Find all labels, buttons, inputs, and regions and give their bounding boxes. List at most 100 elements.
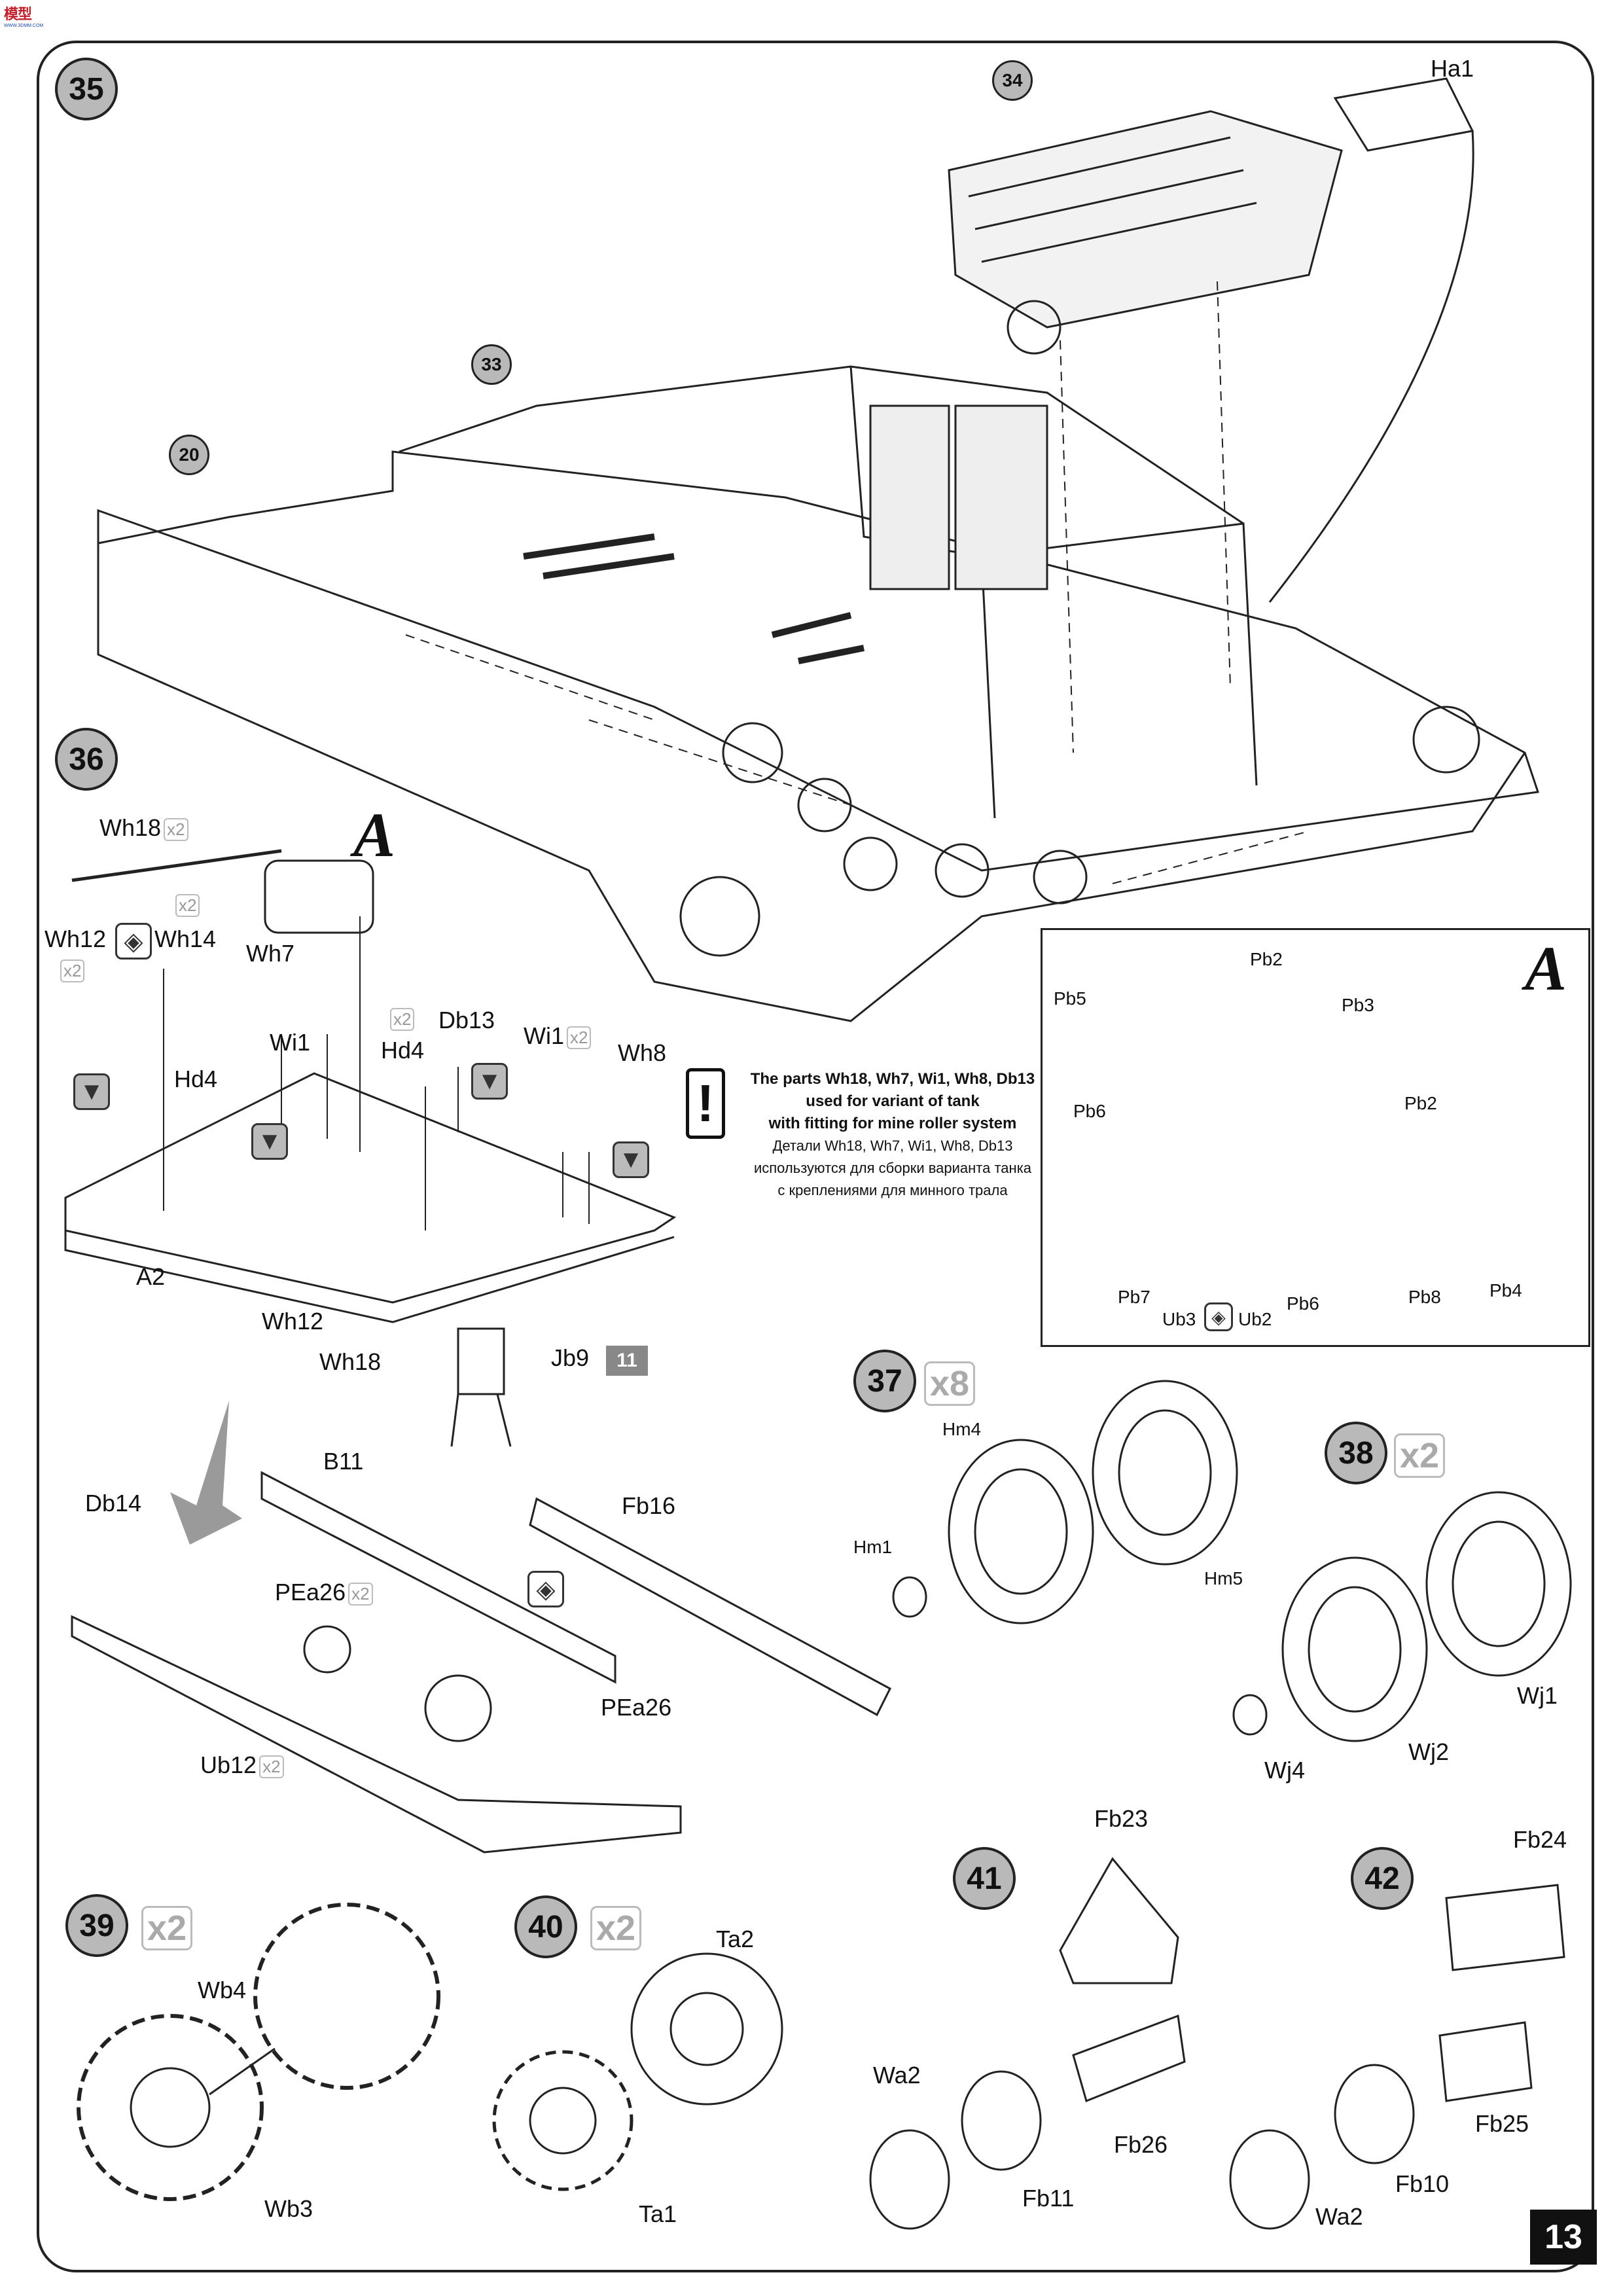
- label-ub3: Ub3: [1162, 1309, 1196, 1329]
- label-a2: A2: [136, 1263, 166, 1290]
- label-pea26-b: PEa26: [601, 1694, 672, 1721]
- label-pb5: Pb5: [1054, 988, 1086, 1009]
- label-hd4: Hd4: [174, 1066, 218, 1092]
- wheels-37-drawing: [892, 1380, 1238, 1624]
- label-wb4: Wb4: [198, 1977, 247, 2003]
- label-wh14: Wh14: [154, 925, 217, 952]
- label-pb8: Pb8: [1408, 1287, 1441, 1307]
- step-42-badge: 42: [1351, 1847, 1414, 1910]
- wheels-38-drawing: [1232, 1491, 1572, 1742]
- label-wi1-b-text: Wi1: [524, 1022, 564, 1049]
- assembly-arrow: [170, 1401, 242, 1545]
- step-38-badge: 38: [1325, 1422, 1387, 1484]
- label-wh7: Wh7: [246, 940, 295, 967]
- warning-icon: !: [686, 1068, 725, 1139]
- label-wa2: Wa2: [873, 2062, 921, 2089]
- step-39-badge: 39: [65, 1894, 128, 1957]
- plate-a2-drawing: [64, 1072, 677, 1323]
- engine-drawing: [948, 110, 1343, 355]
- step-36-badge: 36: [55, 728, 118, 791]
- step-41-badge: 41: [953, 1847, 1016, 1910]
- label-fb25: Fb25: [1475, 2110, 1529, 2137]
- label-pb6: Pb6: [1073, 1101, 1106, 1121]
- mirror-part-icon: ◈: [115, 923, 152, 960]
- label-ta1: Ta1: [639, 2200, 677, 2227]
- label-jb9: Jb9: [551, 1344, 590, 1371]
- note-en-line-1: The parts Wh18, Wh7, Wi1, Wh8, Db13: [750, 1070, 1035, 1088]
- lower-assembly-drawing: [71, 1471, 891, 1854]
- label-pb7: Pb7: [1118, 1287, 1150, 1307]
- guide-lines: [405, 281, 1310, 884]
- logo-url: WWW.3DMM.COM: [4, 24, 44, 28]
- label-fb16: Fb16: [622, 1492, 676, 1519]
- label-ub12-text: Ub12: [200, 1751, 257, 1778]
- assembly-a-drawing: [264, 859, 374, 934]
- step-38-multiplier: x2: [1394, 1433, 1446, 1478]
- label-pb2: Pb2: [1250, 949, 1283, 969]
- note-ru-line-1: Детали Wh18, Wh7, Wi1, Wh8, Db13: [772, 1138, 1013, 1154]
- label-fb24: Fb24: [1513, 1826, 1567, 1853]
- step-ref-20: 20: [169, 435, 209, 475]
- label-wj2: Wj2: [1408, 1738, 1449, 1765]
- page-frame: [37, 41, 1594, 2272]
- panel-a-title: A: [1525, 933, 1567, 1003]
- label-hm5: Hm5: [1204, 1568, 1243, 1588]
- step-40-multiplier: x2: [590, 1906, 642, 1950]
- quantity-x2-badge: x2: [259, 1755, 284, 1778]
- step-40-badge: 40: [514, 1895, 577, 1958]
- label-pb4: Pb4: [1489, 1280, 1522, 1300]
- quantity-x2-badge: x2: [175, 894, 200, 917]
- label-fb26: Fb26: [1114, 2131, 1168, 2158]
- quantity-x2-badge: x2: [567, 1026, 592, 1049]
- label-pb3: Pb3: [1342, 995, 1374, 1015]
- label-wh12: Wh12: [45, 925, 107, 952]
- callout-a-marker: A: [353, 800, 396, 870]
- page-number: 13: [1530, 2210, 1597, 2265]
- label-fb10: Fb10: [1395, 2170, 1450, 2197]
- variant-note-text: The parts Wh18, Wh7, Wi1, Wh8, Db13 used…: [736, 1068, 1050, 1202]
- label-wa2-b: Wa2: [1315, 2203, 1363, 2230]
- note-ru-line-2: используются для сборки варианта танка: [753, 1160, 1032, 1176]
- step-35-badge: 35: [55, 58, 118, 120]
- hub-41-drawing: [869, 1857, 1186, 2230]
- label-pea26-text: PEa26: [275, 1579, 346, 1605]
- part-ha1-drawing: [1333, 77, 1474, 152]
- note-ru-line-3: с креплениями для минного трала: [777, 1182, 1008, 1198]
- part-wh18-drawing: [71, 849, 282, 882]
- quantity-x2-badge: x2: [164, 817, 188, 841]
- step-ref-34: 34: [992, 60, 1033, 101]
- part-ha1-leader: [1268, 130, 1474, 603]
- attach-down-icon: ▼: [613, 1141, 649, 1178]
- step-39-multiplier: x2: [141, 1906, 193, 1950]
- label-wj4: Wj4: [1264, 1757, 1305, 1784]
- note-en-line-3: with fitting for mine roller system: [768, 1115, 1017, 1132]
- logo-mark: 模型: [4, 6, 32, 22]
- quantity-x2-badge: x2: [348, 1582, 373, 1605]
- attach-down-icon: ▼: [251, 1123, 288, 1160]
- step-ref-11-badge: 11: [606, 1346, 648, 1376]
- mirror-part-icon: ◈: [527, 1571, 564, 1607]
- hull-drawing: [97, 365, 1539, 1022]
- label-ta2: Ta2: [716, 1926, 755, 1952]
- label-db13: Db13: [438, 1007, 495, 1033]
- label-ub2: Ub2: [1238, 1309, 1272, 1329]
- step-37-multiplier: x8: [924, 1361, 976, 1406]
- idler-40-drawing: [492, 1952, 783, 2191]
- label-fb11: Fb11: [1022, 2185, 1075, 2212]
- hub-42-drawing: [1229, 1884, 1565, 2230]
- label-wh18-b: Wh18: [319, 1348, 382, 1375]
- step-37-badge: 37: [853, 1350, 916, 1412]
- label-b11: B11: [323, 1448, 364, 1475]
- quantity-x2-badge: x2: [60, 960, 85, 982]
- label-wi1: Wi1: [270, 1029, 310, 1056]
- attach-down-icon: ▼: [73, 1073, 110, 1110]
- note-en-line-2: used for variant of tank: [806, 1092, 980, 1110]
- detail-panel-a: [1041, 928, 1590, 1347]
- label-wh12-b: Wh12: [262, 1308, 324, 1335]
- label-pb6-b: Pb6: [1287, 1293, 1319, 1314]
- attach-down-icon: ▼: [471, 1063, 508, 1100]
- label-pb2-b: Pb2: [1404, 1093, 1437, 1113]
